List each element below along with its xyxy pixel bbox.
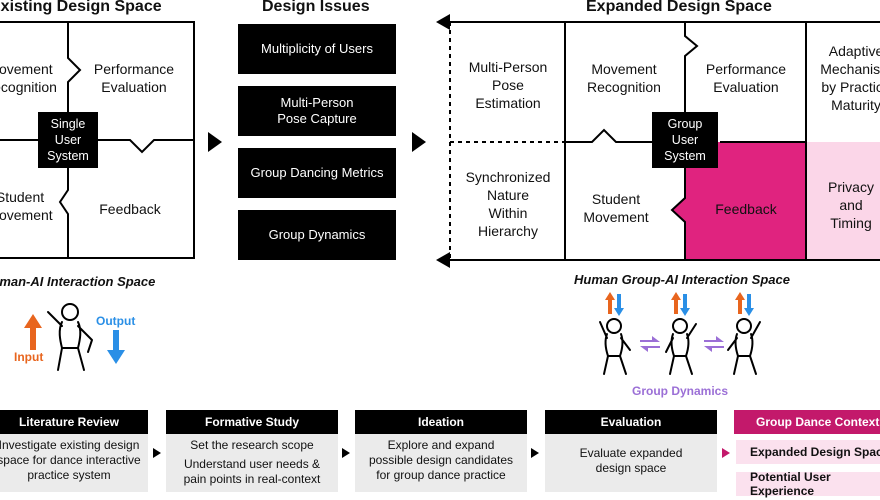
stage-formative-study-line: Set the research scope — [190, 438, 314, 452]
existing-center-box: Single User System — [38, 112, 98, 168]
expanded-cell-multi-person-pose: Multi-Person Pose Estimation — [468, 59, 548, 111]
expanded-cell-performance-evaluation: Performance Evaluation — [705, 61, 787, 95]
expanded-cell-student-movement: Student Movement — [583, 191, 649, 225]
stage-literature-review-line: Investigate existing design — [0, 438, 140, 452]
arrow-right-icon-1 — [208, 132, 222, 152]
existing-cell-movement-recognition: Movement Recognition — [0, 61, 57, 95]
stage-literature-review-head: Literature Review — [0, 410, 148, 434]
issue-group-dancing-metrics: Group Dancing Metrics — [238, 148, 396, 198]
stage-formative-study-line: pain points in real-context — [183, 472, 321, 486]
issue-multi-person-pose-capture: Multi-Person Pose Capture — [238, 86, 396, 136]
existing-cell-performance-evaluation: Performance Evaluation — [93, 61, 175, 95]
group-dynamics-label: Group Dynamics — [632, 384, 729, 398]
expanded-title: Expanded Design Space — [586, 0, 772, 15]
step-arrow-icon-2 — [342, 448, 350, 458]
group-io-arrows-icon — [605, 292, 754, 316]
existing-frame — [0, 21, 195, 259]
stage-literature-review-body: Investigate existing design space for da… — [0, 434, 148, 492]
privacy-cell-fill — [806, 142, 880, 260]
stage-ideation-line: Explore and expand — [387, 438, 495, 452]
expanded-frame — [450, 21, 880, 261]
stage-ideation-line: possible design candidates — [368, 453, 514, 467]
issues-title: Design Issues — [262, 0, 370, 15]
stage-formative-study-body: Set the research scope Understand user n… — [166, 434, 338, 492]
issue-multiplicity-of-users: Multiplicity of Users — [238, 24, 396, 74]
expanded-cell-privacy-timing: Privacy and Timing — [828, 179, 874, 231]
step-arrow-icon-1 — [153, 448, 161, 458]
expanded-dashed — [449, 22, 565, 260]
stage-ideation-body: Explore and expand possible design candi… — [355, 434, 527, 492]
input-label: Input — [14, 350, 44, 364]
issue-group-dynamics: Group Dynamics — [238, 210, 396, 260]
stage-evaluation-body: Evaluate expanded design space — [545, 434, 717, 492]
expanded-center-box: Group User System — [652, 112, 718, 168]
group-dance-context-head: Group Dance Context — [734, 410, 880, 434]
stage-evaluation-head: Evaluation — [545, 410, 717, 434]
step-arrow-icon-4 — [722, 448, 730, 458]
output-label: Output — [96, 314, 136, 328]
expanded-cell-feedback: Feedback — [715, 201, 777, 217]
stage-literature-review-line: space for dance interactive — [0, 453, 141, 467]
stage-formative-study-head: Formative Study — [166, 410, 338, 434]
expanded-cell-adaptive-mechanism: Adaptive Mechanism by Practice Maturity — [820, 43, 880, 113]
step-arrow-icon-3 — [531, 448, 539, 458]
stage-evaluation-line: Evaluate expanded — [579, 446, 683, 460]
stage-formative-study-line: Understand user needs & — [183, 457, 321, 471]
output-arrow-icon — [107, 330, 125, 364]
expand-arrow-top-icon — [436, 14, 450, 30]
existing-caption: Human-AI Interaction Space — [0, 274, 156, 289]
feedback-cell-fill — [672, 142, 806, 260]
stage-literature-review-line: practice system — [27, 468, 111, 482]
stage-ideation-head: Ideation — [355, 410, 527, 434]
stage-evaluation-line: design space — [595, 461, 667, 475]
arrow-right-icon-2 — [412, 132, 426, 152]
stage-ideation-line: for group dance practice — [376, 468, 506, 482]
input-arrow-icon — [24, 314, 42, 350]
expanded-cell-synchronized-nature: Synchronized Nature Within Hierarchy — [465, 169, 551, 239]
single-dancer-icon — [47, 303, 93, 371]
existing-title: Existing Design Space — [0, 0, 162, 15]
group-dancers-icon — [599, 318, 761, 375]
context-item-potential-user-experience: Potential User Experience — [736, 470, 880, 498]
existing-cell-feedback: Feedback — [99, 201, 161, 217]
expanded-caption: Human Group-AI Interaction Space — [574, 272, 790, 287]
context-item-expanded-design-space: Expanded Design Space — [736, 440, 880, 464]
expand-arrow-bottom-icon — [436, 252, 450, 268]
group-dynamics-arrows-icon — [640, 336, 724, 352]
existing-cell-student-movement: Student Movement — [0, 189, 53, 223]
expanded-cell-movement-recognition: Movement Recognition — [587, 61, 661, 95]
